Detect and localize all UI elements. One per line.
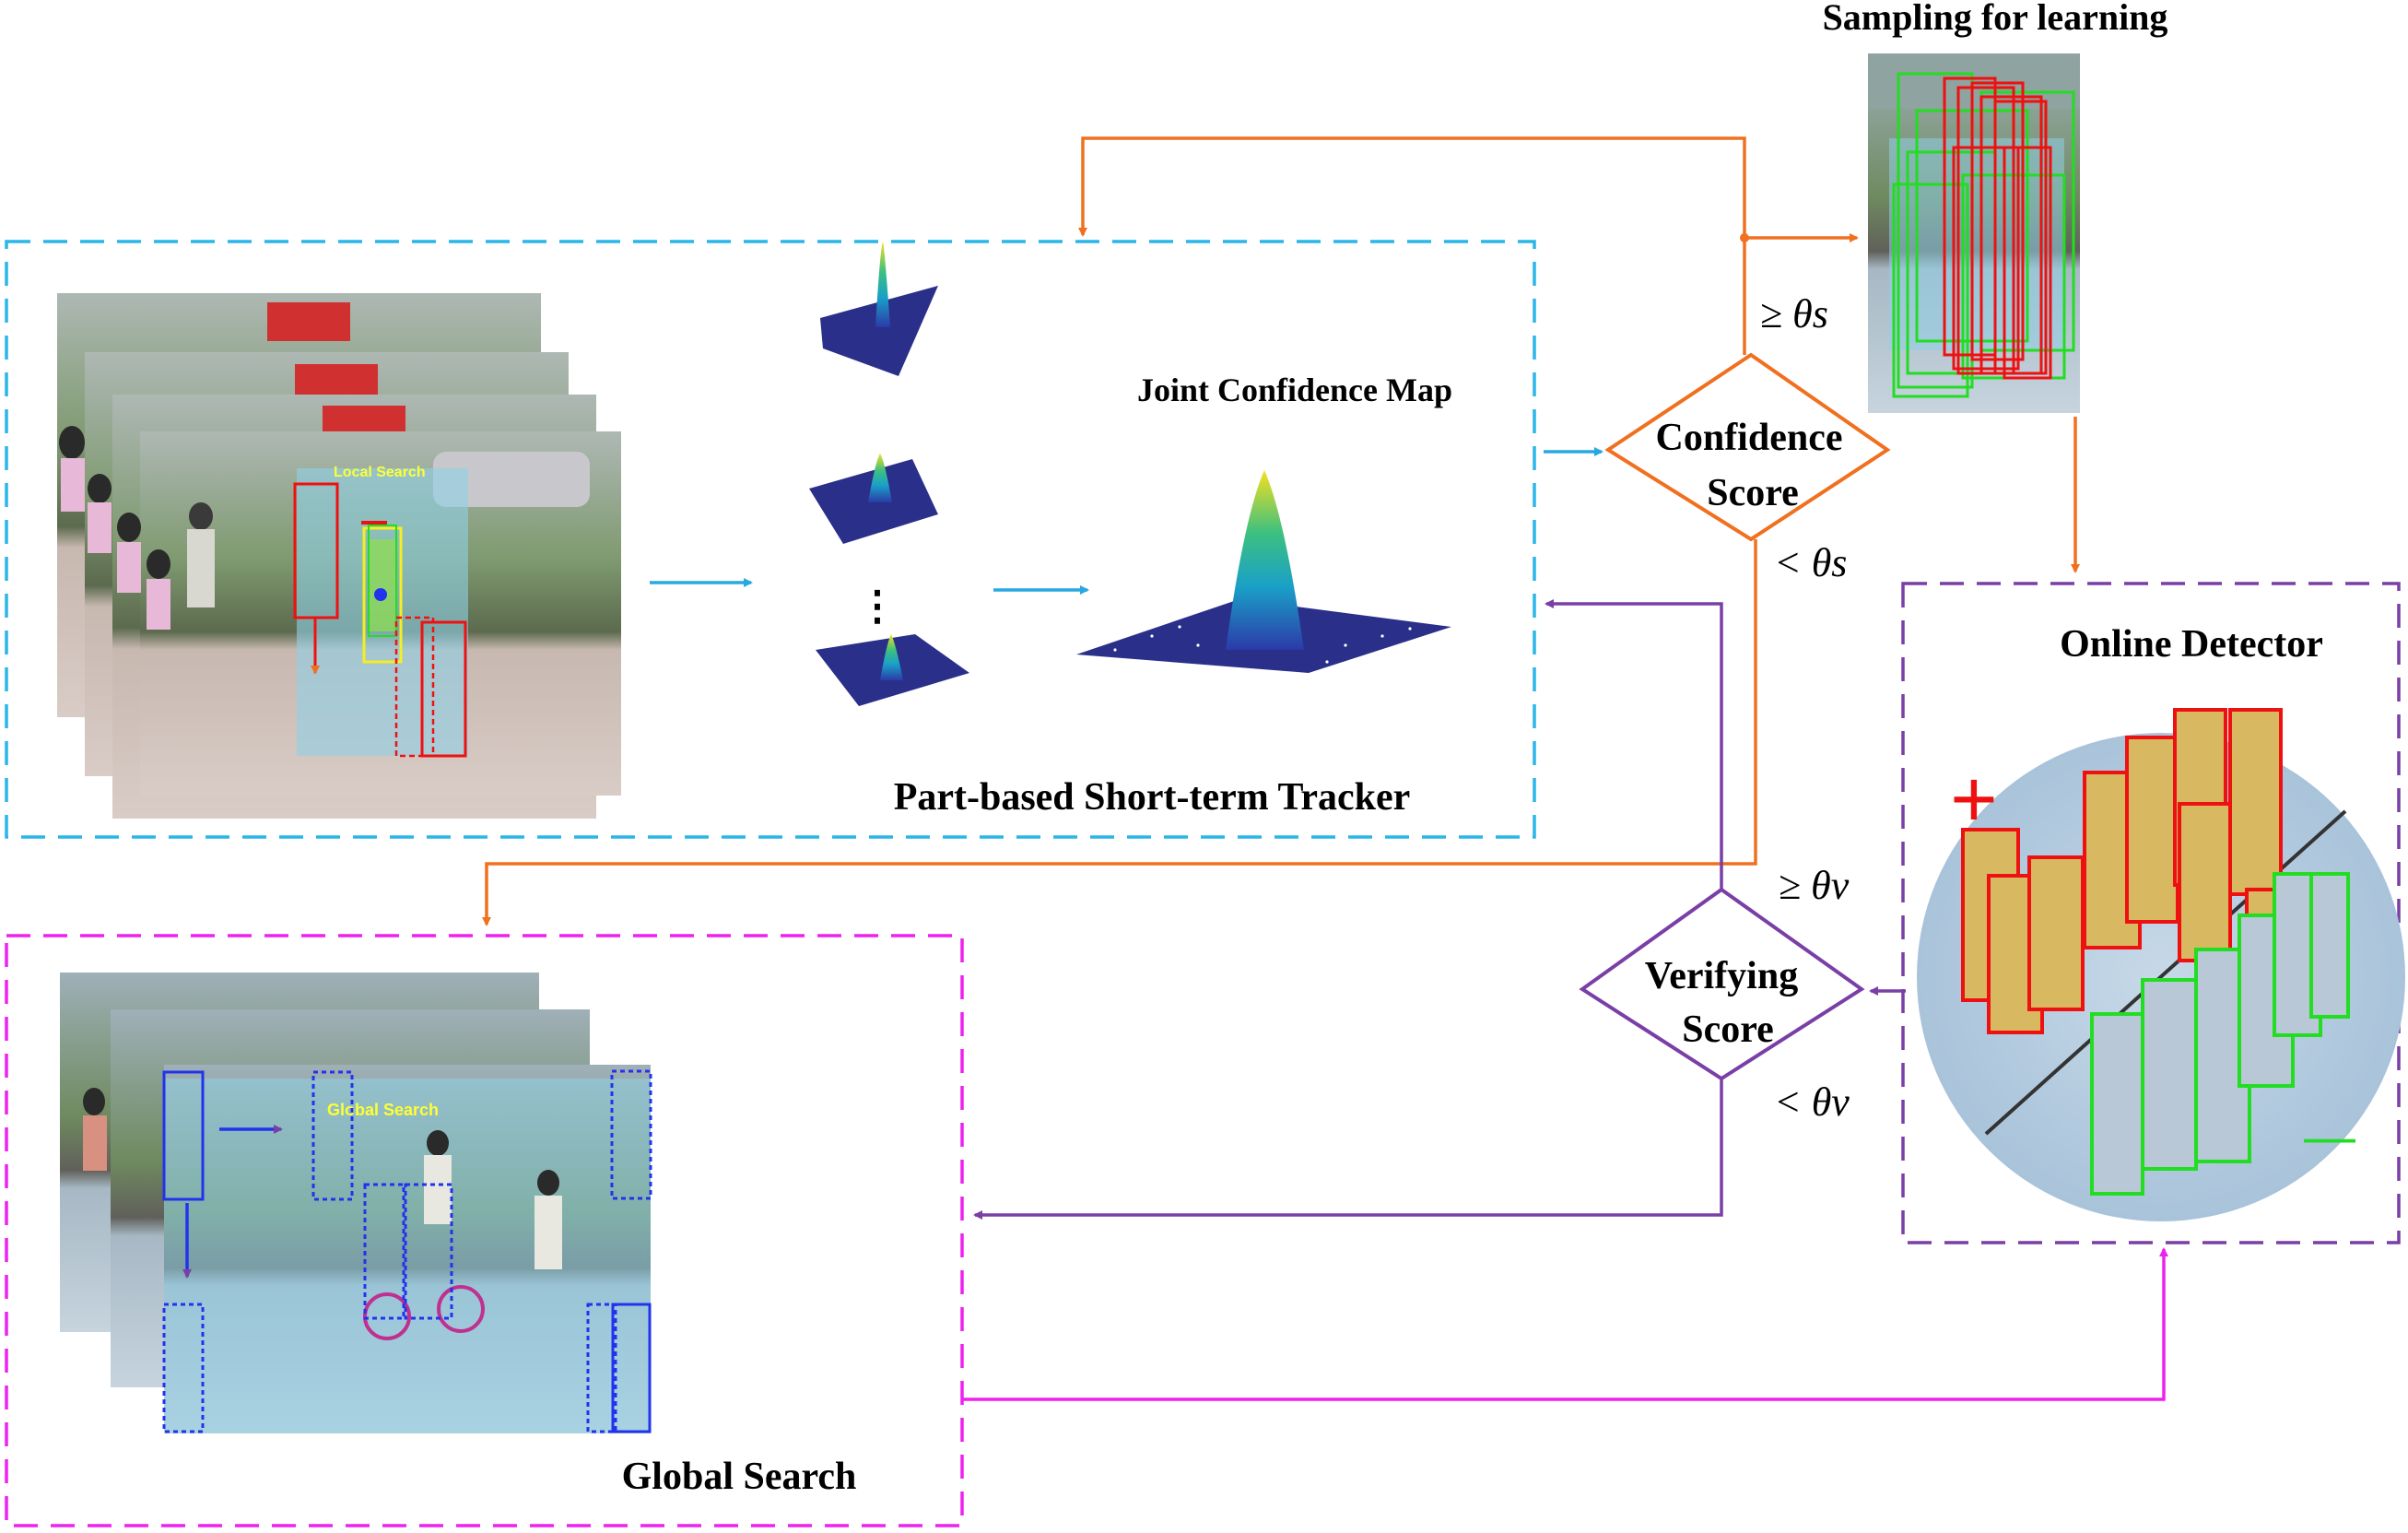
orange-flows bbox=[482, 136, 2080, 926]
verifying-score-label-1: Verifying bbox=[1645, 955, 1798, 997]
target-part-box bbox=[368, 525, 397, 637]
negative-samples bbox=[2090, 872, 2350, 1196]
sampling-image-sky bbox=[1868, 53, 2080, 109]
global-person-1-head bbox=[83, 1088, 105, 1115]
person-2-head bbox=[88, 474, 112, 503]
confidence-score-label-2: Score bbox=[1707, 472, 1799, 514]
online-detector-title: Online Detector bbox=[2060, 623, 2323, 666]
detector-border bbox=[1901, 582, 2401, 1244]
sampling-overlay bbox=[1889, 138, 2064, 350]
online-detector-panel: Online Detector + — bbox=[1901, 582, 2405, 1244]
confidence-score-node: Confidence Score bbox=[1604, 352, 1891, 542]
joint-map-title: Joint Confidence Map bbox=[1137, 371, 1452, 408]
lt-theta-s-label: < θs bbox=[1774, 540, 1847, 585]
verifying-score-label-2: Score bbox=[1682, 1008, 1774, 1051]
adult-head bbox=[189, 502, 213, 530]
global-adult-body bbox=[424, 1155, 452, 1224]
purple-flows bbox=[973, 599, 1906, 1220]
car bbox=[433, 452, 590, 507]
local-search-box-dashed bbox=[394, 616, 435, 758]
joint-confidence-map bbox=[1076, 470, 1451, 673]
person-1-body bbox=[61, 458, 85, 512]
global-search-panel: Global Search Global Search bbox=[5, 934, 964, 1527]
bicycle-front-wheel bbox=[363, 1292, 411, 1340]
lt-theta-v-label: < θv bbox=[1774, 1079, 1850, 1125]
global-search-tag: Global Search bbox=[327, 1101, 439, 1119]
positive-samples bbox=[1961, 708, 2293, 1034]
part-confidence-map-3 bbox=[816, 634, 969, 706]
person-3-body bbox=[117, 542, 141, 593]
adult-body bbox=[187, 529, 215, 607]
person-4-head bbox=[147, 549, 170, 579]
part-confidence-map-2 bbox=[809, 454, 938, 544]
global-person-1-body bbox=[83, 1115, 107, 1171]
confidence-score-diamond bbox=[1604, 352, 1891, 542]
low-confidence-to-global-flow bbox=[482, 539, 1757, 926]
global-search-windows bbox=[162, 1069, 652, 1433]
tracker-frame-stack: Local Search bbox=[57, 293, 621, 819]
verifying-score-node: Verifying Score bbox=[1579, 887, 1865, 1081]
short-term-tracker-panel: Local Search ⋮ Joint Con bbox=[5, 240, 1536, 839]
local-search-tag: Local Search bbox=[334, 465, 426, 480]
high-confidence-to-tracker-flow bbox=[1078, 136, 1746, 355]
part-confidence-map-1 bbox=[820, 242, 938, 376]
more-parts-dots: ⋮ bbox=[857, 584, 898, 629]
person-3-head bbox=[117, 513, 141, 542]
global-adult-2-body bbox=[534, 1196, 562, 1269]
person-1-head bbox=[59, 426, 85, 459]
sampling-title: Sampling for learning bbox=[1823, 0, 2168, 38]
global-adult-head bbox=[427, 1130, 449, 1156]
global-to-detector-flow bbox=[963, 1247, 2168, 1401]
global-search-region bbox=[164, 1079, 651, 1433]
target-part bbox=[374, 588, 387, 601]
ge-theta-v-label: ≥ θv bbox=[1779, 863, 1850, 908]
person-2-body bbox=[88, 502, 112, 553]
low-verifying-to-global-flow bbox=[973, 1079, 1723, 1220]
tracker-border bbox=[5, 240, 1536, 839]
person-4-body bbox=[147, 579, 170, 630]
high-verifying-to-tracker-flow bbox=[1545, 599, 1723, 890]
global-search-title: Global Search bbox=[622, 1456, 857, 1498]
negative-sign: — bbox=[2304, 1107, 2355, 1165]
orange-junction bbox=[1740, 233, 1749, 242]
target-person bbox=[369, 539, 396, 631]
target-box bbox=[362, 526, 403, 664]
tracker-title: Part-based Short-term Tracker bbox=[894, 776, 1411, 819]
positive-sign: + bbox=[1950, 753, 1997, 844]
detector-separator-line bbox=[1984, 809, 2347, 1136]
global-adult-2-head bbox=[537, 1170, 559, 1196]
frame-1-banner bbox=[267, 302, 350, 341]
local-search-box-right bbox=[420, 620, 467, 758]
sampling-panel: Sampling for learning bbox=[1823, 0, 2168, 413]
sampling-positive-boxes bbox=[1943, 77, 2052, 380]
ge-theta-s-label: ≥ θs bbox=[1760, 291, 1828, 336]
confidence-score-label-1: Confidence bbox=[1656, 417, 1843, 459]
bicycle-rear-wheel bbox=[437, 1285, 485, 1333]
